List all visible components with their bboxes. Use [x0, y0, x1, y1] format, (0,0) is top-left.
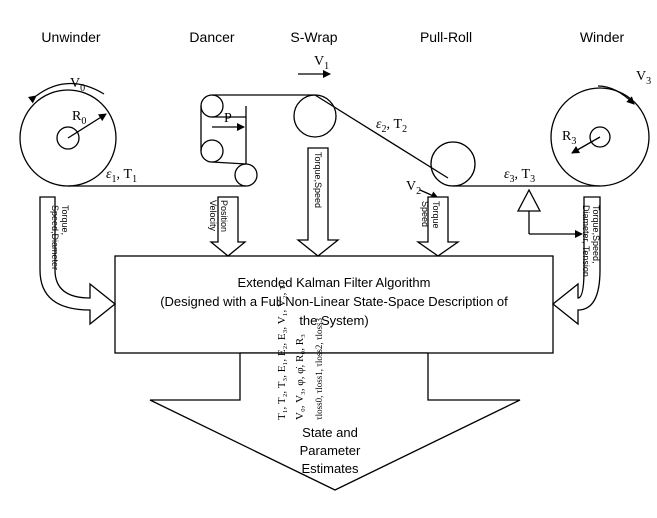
estimates-line3: Estimates: [301, 461, 359, 476]
pullroll-signal-arrow: [415, 196, 461, 257]
pullroll-signal-label: Torque Speed: [420, 201, 441, 231]
title-dancer: Dancer: [189, 29, 234, 45]
dancer-signal-label: Position Velocity: [208, 200, 229, 235]
label-e2-t2: ε2, T2: [376, 117, 407, 135]
swrap-signal-label: Torque,Speed: [313, 152, 323, 208]
label-p: P: [224, 111, 232, 126]
label-e1-t1: ε1, T1: [106, 167, 137, 185]
unwinder-roll: [19, 82, 117, 187]
winder-roll: [550, 85, 650, 187]
swrap-roll: [293, 94, 337, 138]
dancer-signal-arrow: [209, 196, 247, 257]
winder-signal-arrow: [551, 196, 601, 326]
kalman-subtitle-end: the System): [299, 313, 368, 328]
title-pullroll: Pull-Roll: [420, 29, 472, 45]
label-r3: R3: [562, 129, 576, 147]
swrap-signal-arrow: [296, 147, 340, 257]
title-winder: Winder: [580, 29, 625, 45]
label-v2: V2: [406, 179, 421, 197]
unwinder-signal-label: Torque, Speed,Diameter: [50, 205, 70, 270]
label-v0: V0: [70, 76, 85, 94]
label-e3-t3: ε3, T3: [504, 167, 535, 185]
estimates-line2: Parameter: [300, 443, 361, 458]
title-unwinder: Unwinder: [41, 29, 100, 45]
web-path: [68, 94, 600, 187]
estimated-variables: T₁, T₂, T₃, E₁, E₂, E₃, V₁, V₂, τ₁ V₀, V…: [276, 281, 324, 420]
estimates-vars-line2: V₀, V₃, φ, φ̇, R₀, R₃: [294, 334, 306, 420]
title-swrap: S-Wrap: [290, 29, 337, 45]
pullroll-roll: [430, 141, 476, 187]
label-v3: V3: [636, 69, 651, 87]
label-v1: V1: [314, 54, 329, 72]
label-r0: R0: [72, 109, 86, 127]
estimates-line1: State and: [302, 425, 358, 440]
estimates-output-arrow: [149, 353, 521, 491]
estimates-vars-line1: T₁, T₂, T₃, E₁, E₂, E₃, V₁, V₂, τ₁: [276, 281, 288, 420]
tension-sensor: [516, 188, 583, 238]
dancer-rolls: [200, 94, 258, 187]
kalman-title: Extended Kalman Filter Algorithm: [238, 275, 431, 290]
winder-signal-label: Torque,Speed, Diameter, Tension: [581, 205, 601, 277]
estimates-vars-line3: τloss0, τloss1, τloss2, τloss3: [314, 318, 324, 420]
unwinder-signal-arrow: [39, 196, 117, 326]
kalman-subtitle: (Designed with a Full Non-Linear State-S…: [160, 294, 508, 309]
